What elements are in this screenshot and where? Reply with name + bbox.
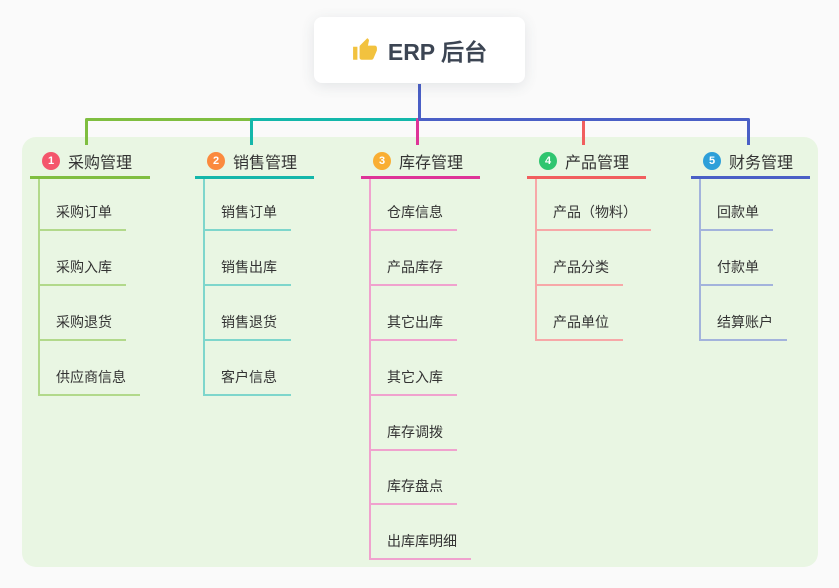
leaf-node[interactable]: 付款单 xyxy=(699,254,773,286)
leaf-node[interactable]: 销售订单 xyxy=(203,199,291,231)
leaf-node[interactable]: 采购退货 xyxy=(38,309,126,341)
branch-node-finance[interactable]: 5 财务管理 xyxy=(691,145,810,179)
branches-panel xyxy=(22,137,818,567)
branch-children-connector xyxy=(699,179,701,341)
leaf-node[interactable]: 库存调拨 xyxy=(369,419,457,451)
branch-label: 财务管理 xyxy=(729,154,794,172)
branch-badge: 2 xyxy=(207,151,225,170)
thumbs-up-icon xyxy=(352,38,377,60)
leaf-node[interactable]: 仓库信息 xyxy=(369,199,457,231)
leaf-node[interactable]: 供应商信息 xyxy=(38,364,140,396)
branch-children-connector xyxy=(535,179,537,341)
branch-children-connector xyxy=(38,179,40,396)
branch-node-purchase[interactable]: 1 采购管理 xyxy=(30,145,150,179)
connector-branch-2 xyxy=(250,84,421,145)
leaf-node[interactable]: 库存盘点 xyxy=(369,473,457,505)
leaf-node[interactable]: 采购订单 xyxy=(38,199,126,231)
branch-badge: 5 xyxy=(703,151,721,170)
leaf-node[interactable]: 产品分类 xyxy=(535,254,623,286)
branch-badge: 4 xyxy=(539,151,557,170)
branch-label: 产品管理 xyxy=(565,154,630,172)
leaf-node[interactable]: 回款单 xyxy=(699,199,773,231)
branch-node-sales[interactable]: 2 销售管理 xyxy=(195,145,314,179)
leaf-node[interactable]: 产品单位 xyxy=(535,309,623,341)
leaf-node[interactable]: 销售出库 xyxy=(203,254,291,286)
leaf-node[interactable]: 产品库存 xyxy=(369,254,457,286)
leaf-node[interactable]: 销售退货 xyxy=(203,309,291,341)
connector-branch-1 xyxy=(85,84,421,145)
connector-branch-5 xyxy=(418,84,750,145)
branch-label: 库存管理 xyxy=(399,154,464,172)
branch-label: 采购管理 xyxy=(68,154,133,172)
leaf-node[interactable]: 客户信息 xyxy=(203,364,291,396)
branch-label: 销售管理 xyxy=(233,154,298,172)
leaf-node[interactable]: 结算账户 xyxy=(699,309,787,341)
branch-node-product[interactable]: 4 产品管理 xyxy=(527,145,646,179)
leaf-node[interactable]: 出库库明细 xyxy=(369,528,471,560)
leaf-node[interactable]: 采购入库 xyxy=(38,254,126,286)
branch-node-inventory[interactable]: 3 库存管理 xyxy=(361,145,480,179)
branch-children-connector xyxy=(369,179,371,560)
leaf-node[interactable]: 其它入库 xyxy=(369,364,457,396)
leaf-node[interactable]: 产品（物料） xyxy=(535,199,651,231)
branch-badge: 3 xyxy=(373,151,391,170)
branch-badge: 1 xyxy=(42,151,60,170)
leaf-node[interactable]: 其它出库 xyxy=(369,309,457,341)
connector-branch-4 xyxy=(418,84,585,145)
root-node[interactable]: ERP 后台 xyxy=(314,17,525,83)
root-label: ERP 后台 xyxy=(387,39,488,65)
branch-children-connector xyxy=(203,179,205,396)
connector-branch-3 xyxy=(416,84,421,145)
